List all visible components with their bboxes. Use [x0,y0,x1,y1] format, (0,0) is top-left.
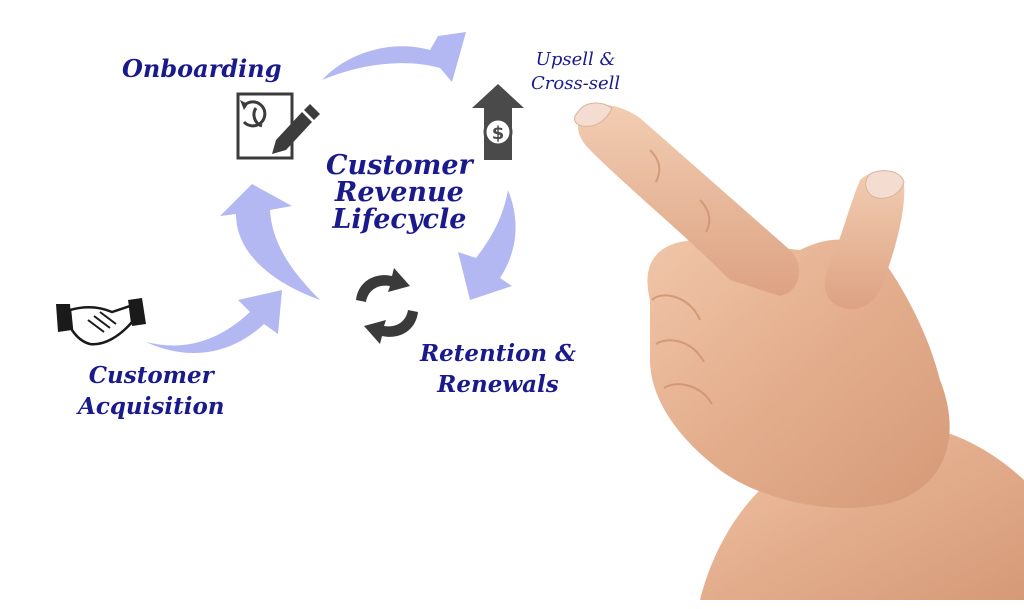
handshake-icon [56,298,146,346]
pointing-hand-image [574,102,1024,600]
center-title-line1: Customer [326,150,473,181]
upsell-label-line1: Upsell & [535,49,616,70]
onboarding-label-text: Onboarding [122,54,282,83]
retention-label: Retention & Renewals [420,338,576,400]
arrow-to-onboarding [220,184,320,300]
acquisition-label-line1: Customer [88,362,214,389]
onboarding-label: Onboarding [122,56,281,81]
edit-document-icon [236,92,320,160]
cycle-arrows [146,32,516,354]
arrow-acquisition-to-cycle [146,290,282,354]
center-title-line3: Lifecycle [332,204,467,235]
acquisition-label-line2: Acquisition [78,393,225,421]
upsell-label-line2: Cross-sell [531,73,621,95]
arrow-upsell-to-retention [458,190,516,300]
arrow-onboarding-to-upsell [322,32,466,82]
retention-label-line2: Renewals [437,371,559,399]
acquisition-label: Customer Acquisition [78,360,225,422]
retention-label-line1: Retention & [420,340,576,367]
upsell-label: Upsell & Cross-sell [531,48,620,97]
refresh-cycle-icon [356,268,418,344]
dollar-up-arrow-icon: $ [472,84,524,160]
center-title: Customer Revenue Lifecycle [326,152,473,233]
center-title-line2: Revenue [334,177,464,208]
svg-text:$: $ [492,123,505,144]
